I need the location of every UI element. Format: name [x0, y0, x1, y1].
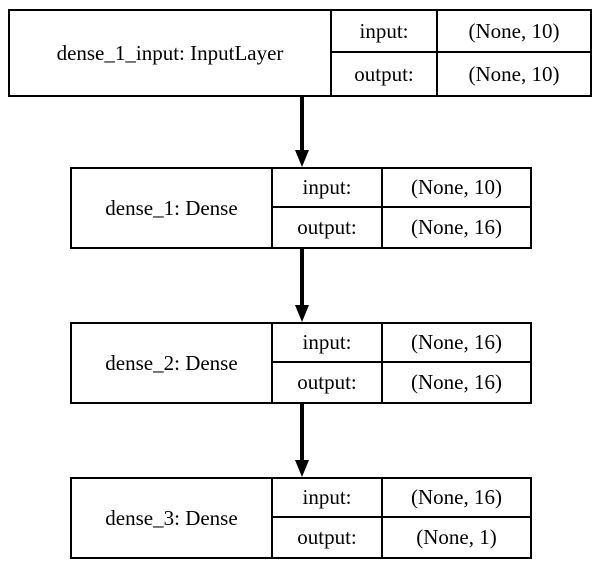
node-dense-3[interactable]: dense_3: Dense input: (None, 16) output:… — [70, 477, 532, 559]
arrowhead-down-icon — [295, 150, 309, 167]
io-label-input: input: — [273, 479, 383, 516]
io-label-output: output: — [332, 53, 438, 95]
arrowhead-down-icon — [295, 305, 309, 322]
io-label-output: output: — [273, 208, 383, 247]
node-output-row-dense-1-input: output: (None, 10) — [332, 53, 590, 95]
io-shape-input: (None, 16) — [411, 485, 502, 509]
node-input-row-dense-1-input: input: (None, 10) — [332, 11, 590, 53]
node-output-row-dense-3: output: (None, 1) — [273, 518, 530, 557]
node-io-table-dense-2: input: (None, 16) output: (None, 16) — [273, 324, 530, 402]
edge-shaft — [300, 97, 304, 150]
io-shape-output: (None, 10) — [468, 61, 560, 86]
node-io-table-dense-1: input: (None, 10) output: (None, 16) — [273, 169, 530, 247]
io-shape-output: (None, 16) — [411, 370, 502, 394]
node-input-row-dense-2: input: (None, 16) — [273, 324, 530, 363]
node-output-row-dense-1: output: (None, 16) — [273, 208, 530, 247]
node-input-row-dense-3: input: (None, 16) — [273, 479, 530, 518]
edge-shaft — [300, 249, 304, 305]
edge-shaft — [300, 404, 304, 460]
io-shape-output: (None, 16) — [411, 215, 502, 239]
node-io-table-dense-3: input: (None, 16) output: (None, 1) — [273, 479, 530, 557]
io-label-output: output: — [273, 518, 383, 557]
io-shape-input: (None, 10) — [411, 175, 502, 199]
arrowhead-down-icon — [295, 460, 309, 477]
node-dense-2[interactable]: dense_2: Dense input: (None, 16) output:… — [70, 322, 532, 404]
io-label-input: input: — [273, 324, 383, 361]
node-io-table-dense-1-input: input: (None, 10) output: (None, 10) — [332, 11, 590, 95]
edge-arrow-dense-1-input-to-dense-1 — [295, 97, 309, 167]
node-label-dense-3: dense_3: Dense — [72, 479, 273, 557]
io-label-input: input: — [332, 11, 438, 51]
node-label-dense-2: dense_2: Dense — [72, 324, 273, 402]
io-shape-input: (None, 10) — [468, 18, 560, 43]
io-label-input: input: — [273, 169, 383, 206]
node-label-dense-1-input: dense_1_input: InputLayer — [10, 11, 332, 95]
edge-arrow-dense-1-to-dense-2 — [295, 249, 309, 322]
node-dense-1[interactable]: dense_1: Dense input: (None, 10) output:… — [70, 167, 532, 249]
io-shape-output: (None, 1) — [416, 525, 497, 549]
node-output-row-dense-2: output: (None, 16) — [273, 363, 530, 402]
node-dense-1-input[interactable]: dense_1_input: InputLayer input: (None, … — [8, 9, 592, 97]
node-label-dense-1: dense_1: Dense — [72, 169, 273, 247]
node-input-row-dense-1: input: (None, 10) — [273, 169, 530, 208]
io-label-output: output: — [273, 363, 383, 402]
edge-arrow-dense-2-to-dense-3 — [295, 404, 309, 477]
io-shape-input: (None, 16) — [411, 330, 502, 354]
